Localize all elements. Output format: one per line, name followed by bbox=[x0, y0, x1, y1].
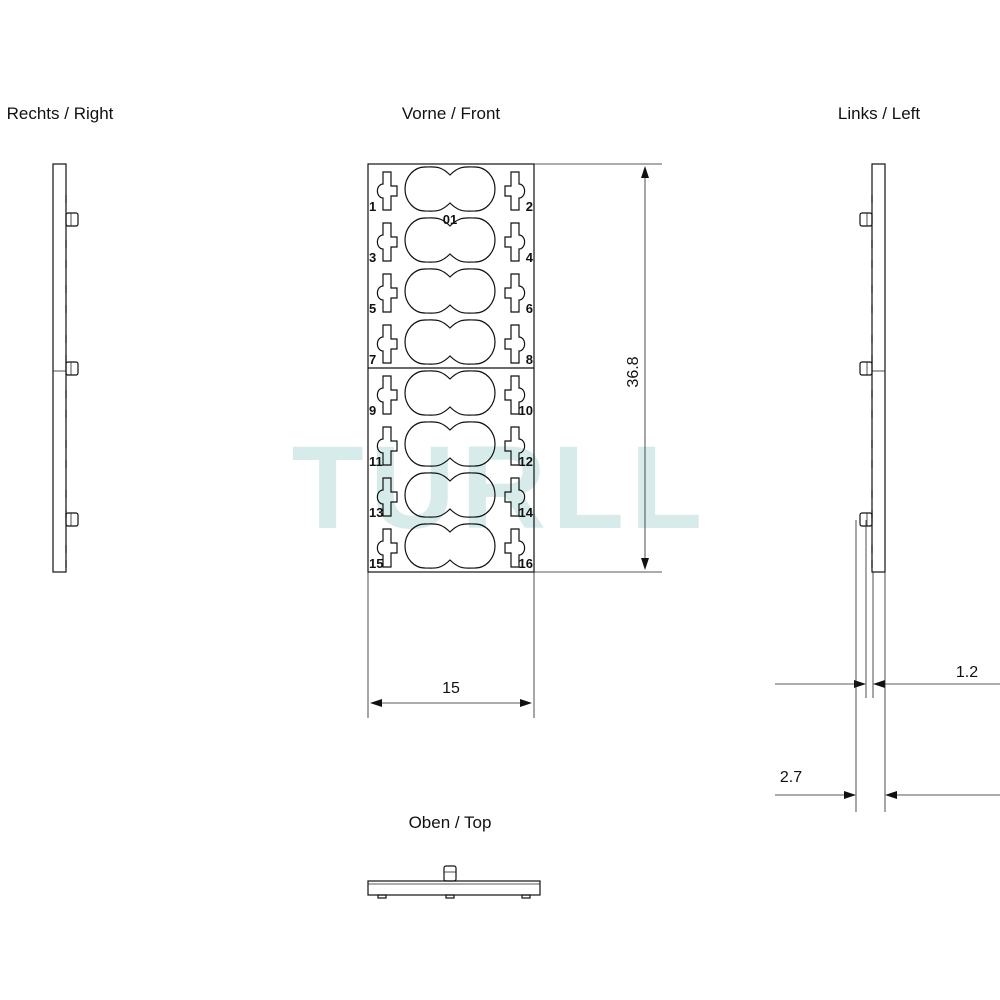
label-right-view: Rechts / Right bbox=[7, 104, 114, 123]
right-tab-slot bbox=[504, 477, 526, 517]
right-number: 14 bbox=[519, 505, 534, 520]
label-left-view: Links / Left bbox=[838, 104, 920, 123]
right-tab-slot bbox=[504, 426, 526, 466]
front-row: 13 14 bbox=[369, 472, 534, 520]
right-number: 12 bbox=[519, 454, 533, 469]
clip-pin bbox=[65, 512, 79, 527]
cable-window bbox=[404, 472, 496, 518]
right-number: 6 bbox=[526, 301, 533, 316]
clip-pin bbox=[65, 212, 79, 227]
dimension-depth: 2.7 bbox=[775, 520, 1000, 812]
right-tab-slot bbox=[504, 528, 526, 568]
left-tab-slot bbox=[376, 528, 398, 568]
clip-pin bbox=[859, 361, 873, 376]
cable-window bbox=[404, 421, 496, 467]
right-tab-slot bbox=[504, 375, 526, 415]
left-tab-slot bbox=[376, 375, 398, 415]
left-tab-slot bbox=[376, 426, 398, 466]
left-tab-slot bbox=[376, 477, 398, 517]
right-number: 2 bbox=[526, 199, 533, 214]
cable-window bbox=[404, 370, 496, 416]
left-tab-slot bbox=[376, 222, 398, 262]
left-tab-slot bbox=[376, 324, 398, 364]
dimension-height-value: 36.8 bbox=[625, 356, 642, 387]
dimension-depth-value: 2.7 bbox=[780, 769, 802, 786]
left-number: 9 bbox=[369, 403, 376, 418]
cable-window bbox=[404, 217, 496, 263]
clip-pin bbox=[65, 361, 79, 376]
left-number: 13 bbox=[369, 505, 383, 520]
right-number: 10 bbox=[519, 403, 533, 418]
dimension-tab-value: 1.2 bbox=[956, 664, 978, 681]
left-side-view bbox=[859, 163, 886, 573]
right-tab-slot bbox=[504, 273, 526, 313]
watermark: TURLL bbox=[292, 422, 709, 554]
left-number: 5 bbox=[369, 301, 376, 316]
left-tab-slot bbox=[376, 171, 398, 211]
left-tab-slot bbox=[376, 273, 398, 313]
cable-window bbox=[404, 268, 496, 314]
label-front-view: Vorne / Front bbox=[402, 104, 501, 123]
left-number: 1 bbox=[369, 199, 376, 214]
left-number: 3 bbox=[369, 250, 376, 265]
dimension-width: 15 bbox=[367, 572, 535, 718]
clip-pin bbox=[859, 212, 873, 227]
right-tab-slot bbox=[504, 171, 526, 211]
right-side-view bbox=[52, 163, 79, 573]
left-number: 7 bbox=[369, 352, 376, 367]
label-top-view: Oben / Top bbox=[409, 813, 492, 832]
right-number: 8 bbox=[526, 352, 533, 367]
front-row: 11 12 bbox=[369, 421, 533, 469]
dimension-height: 36.8 bbox=[534, 163, 662, 573]
right-number: 16 bbox=[519, 556, 533, 571]
right-tab-slot bbox=[504, 222, 526, 262]
dimension-tab: 1.2 bbox=[775, 520, 1000, 698]
cable-window bbox=[404, 166, 496, 212]
top-view bbox=[367, 865, 541, 899]
right-number: 4 bbox=[526, 250, 534, 265]
cable-window bbox=[404, 523, 496, 569]
right-tab-slot bbox=[504, 324, 526, 364]
cable-window bbox=[404, 319, 496, 365]
front-row: 9 10 bbox=[369, 370, 533, 418]
left-number: 15 bbox=[369, 556, 383, 571]
dimension-width-value: 15 bbox=[442, 680, 460, 697]
center-label: 01 bbox=[443, 212, 457, 227]
left-number: 11 bbox=[369, 454, 383, 469]
